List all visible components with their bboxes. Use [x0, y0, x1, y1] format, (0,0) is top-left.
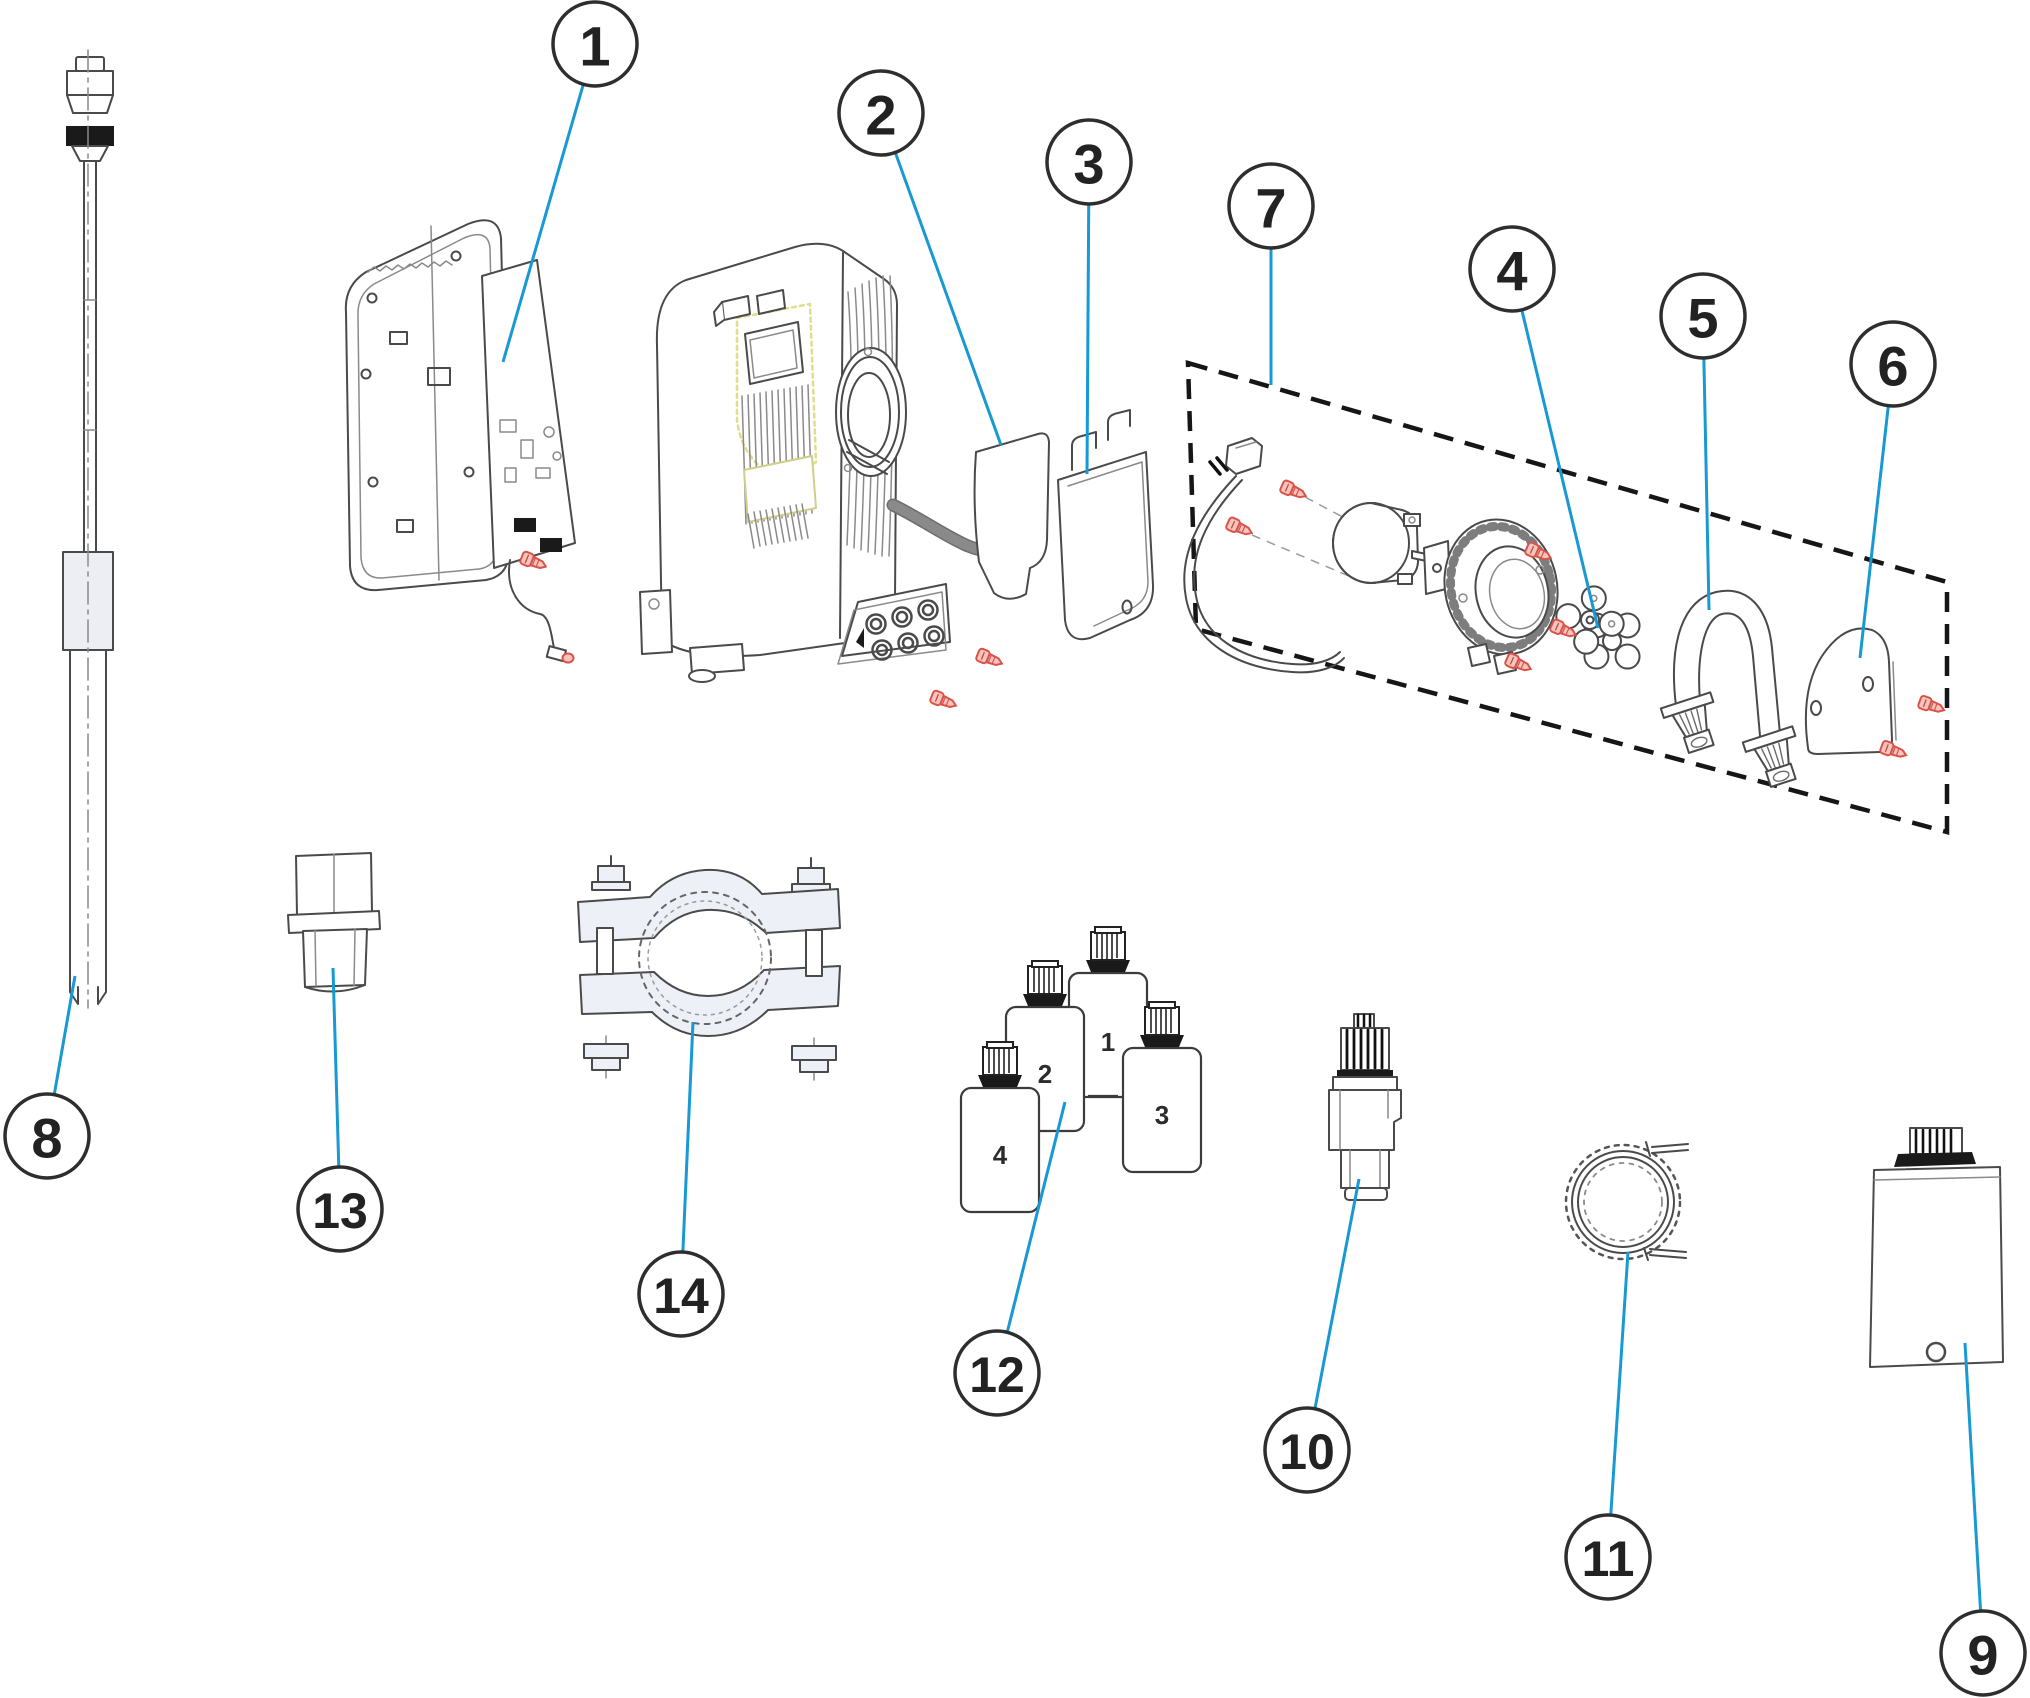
leader-line-6: [1858, 363, 1895, 659]
callout-number-9: 9: [1967, 1624, 1998, 1687]
part-3-bracket-drawing: [1057, 409, 1155, 641]
callout-12: 12: [953, 1329, 1041, 1417]
callout-circle-4: [1468, 225, 1556, 313]
callout-circle-10: [1263, 1406, 1351, 1494]
callout-2: 2: [837, 69, 925, 157]
callout-6: 6: [1849, 320, 1937, 408]
callout-9: 9: [1939, 1609, 2027, 1697]
roller-drum-drawing: [1443, 518, 1559, 675]
callout-number-14: 14: [653, 1268, 709, 1324]
callout-number-2: 2: [865, 84, 896, 147]
part-8-probe-drawing: [62, 49, 114, 1009]
callout-circle-13: [296, 1165, 384, 1253]
bottle-label-4: 4: [993, 1140, 1008, 1170]
callout-circle-14: [637, 1250, 725, 1338]
callout-circle-6: [1849, 320, 1937, 408]
leader-line-12: [995, 1101, 1067, 1374]
leader-line-9: [1963, 1342, 1985, 1654]
callout-circle-7: [1227, 162, 1315, 250]
leader-line-14: [679, 1021, 695, 1295]
callout-number-8: 8: [31, 1107, 62, 1170]
bottle-label-2: 2: [1038, 1059, 1052, 1089]
callout-circle-2: [837, 69, 925, 157]
leader-line-3: [1085, 161, 1091, 475]
part-7-motor-kit-box: [1183, 359, 1950, 835]
leader-line-5: [1701, 315, 1711, 611]
callout-8: 8: [3, 1092, 91, 1180]
leader-line-10: [1305, 1178, 1361, 1451]
callout-5: 5: [1659, 272, 1747, 360]
callout-number-11: 11: [1582, 1531, 1635, 1587]
callout-11: 11: [1564, 1513, 1652, 1601]
callout-4: 4: [1468, 225, 1556, 313]
leader-lines: [45, 43, 1985, 1654]
callout-14: 14: [637, 1250, 725, 1338]
bottle-label-1: 1: [1101, 1027, 1115, 1057]
callout-number-3: 3: [1073, 133, 1104, 196]
pump-head-ring: [835, 347, 907, 477]
callout-number-6: 6: [1877, 335, 1908, 398]
callout-circle-9: [1939, 1609, 2027, 1697]
callout-number-12: 12: [969, 1347, 1025, 1403]
part-11-ring-drawing: [1564, 1141, 1689, 1261]
callout-13: 13: [296, 1165, 384, 1253]
callout-circle-8: [3, 1092, 91, 1180]
part-1-cover-pcb-drawing: [344, 219, 576, 664]
part-10-valve-drawing: [1328, 1013, 1402, 1201]
part-9-container-drawing: [1869, 1127, 2004, 1368]
part-2-membrane-drawing: [973, 432, 1050, 600]
callout-1: 1: [551, 0, 639, 88]
callout-circle-12: [953, 1329, 1041, 1417]
callout-7: 7: [1227, 162, 1315, 250]
part-2-pump-body-drawing: [639, 242, 1023, 683]
callout-number-7: 7: [1255, 177, 1286, 240]
bottle-label-3: 3: [1155, 1100, 1169, 1130]
part-6-plate-drawing: [1804, 627, 1897, 755]
leader-line-11: [1606, 1251, 1630, 1558]
part-12-bottles-drawing: 1 2 3 4: [959, 925, 1203, 1214]
part-13-fitting-drawing: [287, 852, 381, 993]
connector-plate-drawing: [837, 583, 951, 665]
callout-number-5: 5: [1687, 287, 1718, 350]
bottle-labels: 1 2 3 4: [993, 1027, 1169, 1170]
callout-number-13: 13: [312, 1183, 368, 1239]
leader-line-2: [879, 112, 1003, 446]
callout-circle-3: [1045, 118, 1133, 206]
callout-circle-11: [1564, 1513, 1652, 1601]
callout-3: 3: [1045, 118, 1133, 206]
callout-number-10: 10: [1279, 1424, 1335, 1480]
callout-circle-1: [551, 0, 639, 88]
callout-10: 10: [1263, 1406, 1351, 1494]
callout-circle-5: [1659, 272, 1747, 360]
callout-number-4: 4: [1496, 240, 1527, 303]
leader-line-1: [501, 43, 597, 363]
part-5-tube-drawing: [1659, 589, 1810, 792]
part-14-clamp-drawing: [577, 855, 841, 1081]
leader-line-4: [1510, 268, 1600, 629]
callout-number-1: 1: [579, 15, 610, 78]
